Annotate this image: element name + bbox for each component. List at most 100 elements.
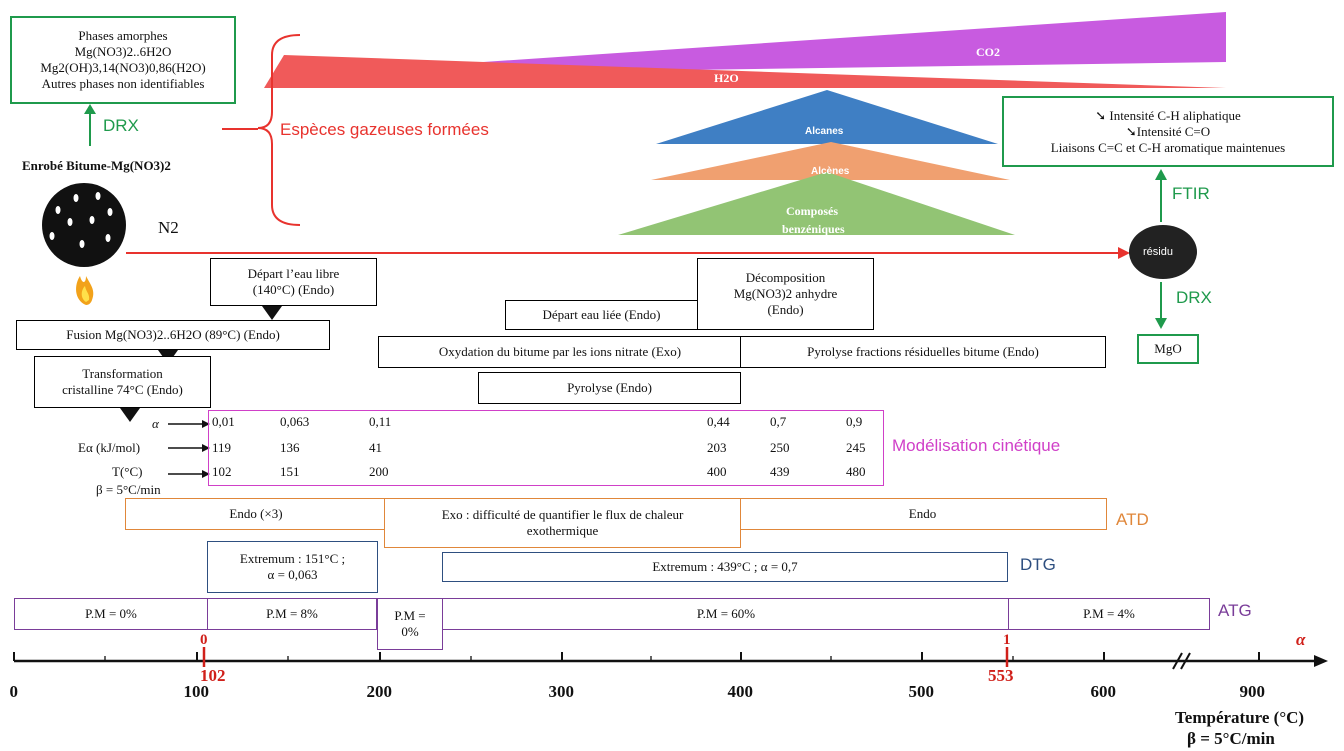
kinetics-cell: 0,7 [770,414,787,429]
atg-pm2-box: P.M = 8% [207,598,377,630]
oxydation-box: Oxydation du bitume par les ions nitrate… [378,336,742,368]
kinetics-cell: 102 [212,464,232,479]
ftir-line: Liaisons C=C et C-H aromatique maintenue… [1050,139,1286,155]
ftir-line-text: Intensité C=O [1136,123,1211,139]
drx-bottom-label: DRX [1176,288,1212,307]
kinetics-cell: 0,11 [369,414,392,429]
axis-tick-label: 0 [9,682,19,701]
drx-up-arrowhead [84,104,96,114]
kinetics-cell: 0,9 [846,414,863,429]
kinetics-cell: 400 [707,464,727,479]
ftir-arrowhead [1155,169,1167,180]
atd-exo-line: exothermique [526,523,599,538]
atg-pm3-line: 0% [401,624,419,639]
h2o-label: H2O [714,71,739,85]
event-line: Décomposition [745,270,826,285]
kinetics-title: Modélisation cinétique [892,436,1061,455]
benzene-triangle [618,172,1015,235]
t-end-label: 553 [988,666,1014,685]
atg-pm1-box: P.M = 0% [14,598,208,630]
n2-label: N2 [158,218,179,237]
depart-eau-libre-box: Départ l’eau libre (140°C) (Endo) [210,258,377,306]
kinetics-cell: 41 [369,440,382,455]
decomposition-box: Décomposition Mg(NO3)2 anhydre (Endo) [697,258,874,330]
atg-pm3-box: P.M = 0% [377,598,443,650]
kinetics-arrows [168,423,204,475]
axis-tick-label: 100 [183,682,210,701]
ea-row-label: Eα (kJ/mol) [78,440,141,455]
axis-tick-label: 200 [366,682,393,701]
alpha-axis-symbol: α [1296,630,1306,649]
transformation-box: Transformation cristalline 74°C (Endo) [34,356,211,408]
atd-label: ATD [1116,510,1149,529]
t-row-label: T(°C) [112,464,143,479]
kinetics-cell: 203 [707,440,727,455]
atg-pm4-box: P.M = 60% [442,598,1010,630]
dtg-line: Extremum : 151°C ; [239,551,346,566]
dtg-label: DTG [1020,555,1056,574]
kinetics-cell: 136 [280,440,300,455]
kinetics-cell: 151 [280,464,300,479]
co2-wedge [276,12,1226,76]
pointer-triangle-1 [262,306,282,320]
alcenes-triangle [651,142,1010,180]
ftir-line-text: Intensité C-H aliphatique [1109,107,1241,123]
kinetics-cell: 245 [846,440,866,455]
gases-label: Espèces gazeuses formées [280,120,489,139]
alpha-start-label: 0 [200,632,208,648]
ftir-line: ➘Intensité C=O [1126,124,1210,140]
event-line: cristalline 74°C (Endo) [62,382,183,397]
kinetics-box [208,410,884,486]
atd-exo-line: Exo : difficulté de quantifier le flux d… [441,507,684,522]
event-line: Transformation [82,366,163,381]
fusion-box: Fusion Mg(NO3)2..6H2O (89°C) (Endo) [16,320,330,350]
kinetics-cell: 439 [770,464,790,479]
residu-ellipse [1129,225,1197,279]
ftir-label: FTIR [1172,184,1210,203]
kinetics-cell: 200 [369,464,389,479]
atd-exo-box: Exo : difficulté de quantifier le flux d… [384,498,741,548]
dtg-line: α = 0,063 [267,567,318,582]
atg-pm5-box: P.M = 4% [1008,598,1210,630]
alcenes-label: Alcènes [811,166,850,177]
dtg-extremum2-box: Extremum : 439°C ; α = 0,7 [442,552,1008,582]
alpha-row-label: α [152,416,159,431]
sample-disk [42,183,126,267]
kinetics-cell: 119 [212,440,232,455]
kinetics-cell: 0,063 [280,414,310,429]
alcanes-triangle [656,90,998,144]
drx-top-label: DRX [103,116,139,135]
axis-beta: β = 5°C/min [1187,729,1275,748]
axis-tick-label: 400 [727,682,754,701]
xrd-phase-line: Mg2(OH)3,14(NO3)0,86(H2O) [40,60,206,75]
flame-icon [76,276,94,305]
ftir-line: ➘ Intensité C-H aliphatique [1095,108,1241,124]
benzene-label-1: Composés [786,204,839,218]
xrd-phase-line: Mg(NO3)2..6H2O [74,44,172,59]
arrow-down-icon: ➘ [1125,123,1137,139]
dtg-extremum1-box: Extremum : 151°C ; α = 0,063 [207,541,378,593]
atg-pm3-line: P.M = [394,608,426,623]
atd-endo-box: Endo [738,498,1107,530]
xrd-phase-line: Autres phases non identifiables [41,76,205,91]
kinetics-arrowheads [202,420,210,478]
alpha-end-label: 1 [1003,632,1011,648]
axis-xlabel: Température (°C) [1175,708,1305,727]
axis-tick-label: 500 [908,682,935,701]
sample-label: Enrobé Bitume-Mg(NO3)2 [22,158,171,173]
pointer-triangle-3 [120,408,140,422]
n2-flow-arrowhead [1118,247,1130,259]
h2o-wedge [264,55,1226,88]
kinetics-cell: 250 [770,440,790,455]
depart-eau-liee-box: Départ eau liée (Endo) [505,300,698,330]
axis-tick-label: 900 [1239,682,1266,701]
ftir-box: ➘ Intensité C-H aliphatique ➘Intensité C… [1002,96,1334,167]
event-line: (140°C) (Endo) [252,282,335,297]
alcanes-label: Alcanes [805,126,844,137]
xrd-phase-line: Phases amorphes [78,28,168,43]
mgo-box: MgO [1137,334,1199,364]
pyrolyse-fractions-box: Pyrolyse fractions résiduelles bitume (E… [740,336,1106,368]
kinetics-cell: 0,44 [707,414,730,429]
arrow-down-icon: ➘ [1095,107,1107,123]
